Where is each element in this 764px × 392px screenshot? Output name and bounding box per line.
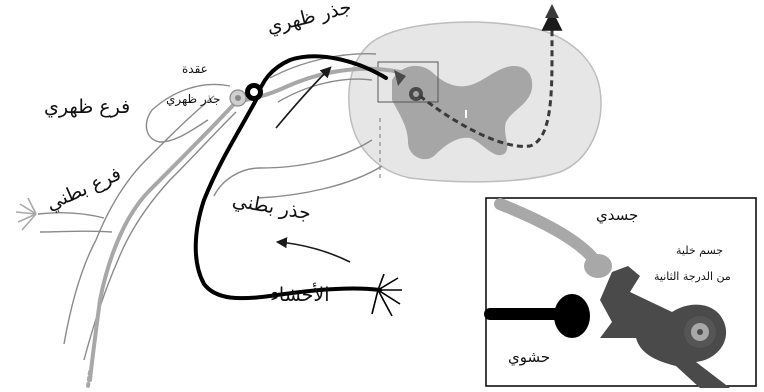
- trunk-outline-lower: [118, 112, 236, 260]
- somatic-receptor-ending: [16, 198, 36, 230]
- ventral-root-outline-lower: [258, 166, 382, 198]
- flow-arrow-icon-lower: [278, 242, 350, 262]
- somatic-label: جسدي: [596, 206, 638, 224]
- cell-body-label-line2: من الدرجة الثانية: [654, 270, 731, 283]
- ganglion-label-line1: عقدة: [182, 62, 208, 76]
- arrow-up-icon: [545, 4, 559, 18]
- ganglion-label-line2: جذر ظهري: [166, 92, 220, 106]
- ventral-branch-outline-lower: [84, 260, 118, 360]
- ventral-root-outline: [214, 140, 372, 196]
- visceral-receptor-ending: [372, 274, 402, 316]
- dorsal-branch-label: فرع ظهري: [44, 96, 130, 118]
- inset-cell-nucleolus: [697, 329, 703, 335]
- somatic-ganglion-nucleus: [235, 95, 241, 101]
- somatic-fiber-ending-dots: [88, 372, 90, 386]
- viscera-label: الأحشاء: [270, 284, 330, 306]
- ventral-branch-upper-fork: [38, 213, 104, 218]
- spinal-cord-section: [349, 22, 601, 182]
- visceral-ganglion-nucleus: [250, 88, 258, 96]
- second-order-cell-nucleus: [413, 91, 419, 97]
- inset-somatic-terminal: [584, 254, 612, 278]
- cell-body-label-line1: جسم خلية: [676, 244, 723, 257]
- ventral-branch-outline: [64, 240, 96, 344]
- ventral-branch-upper-fork-lower: [40, 231, 112, 232]
- visceral-label: حشوي: [508, 348, 550, 366]
- inset-visceral-terminal: [554, 294, 590, 338]
